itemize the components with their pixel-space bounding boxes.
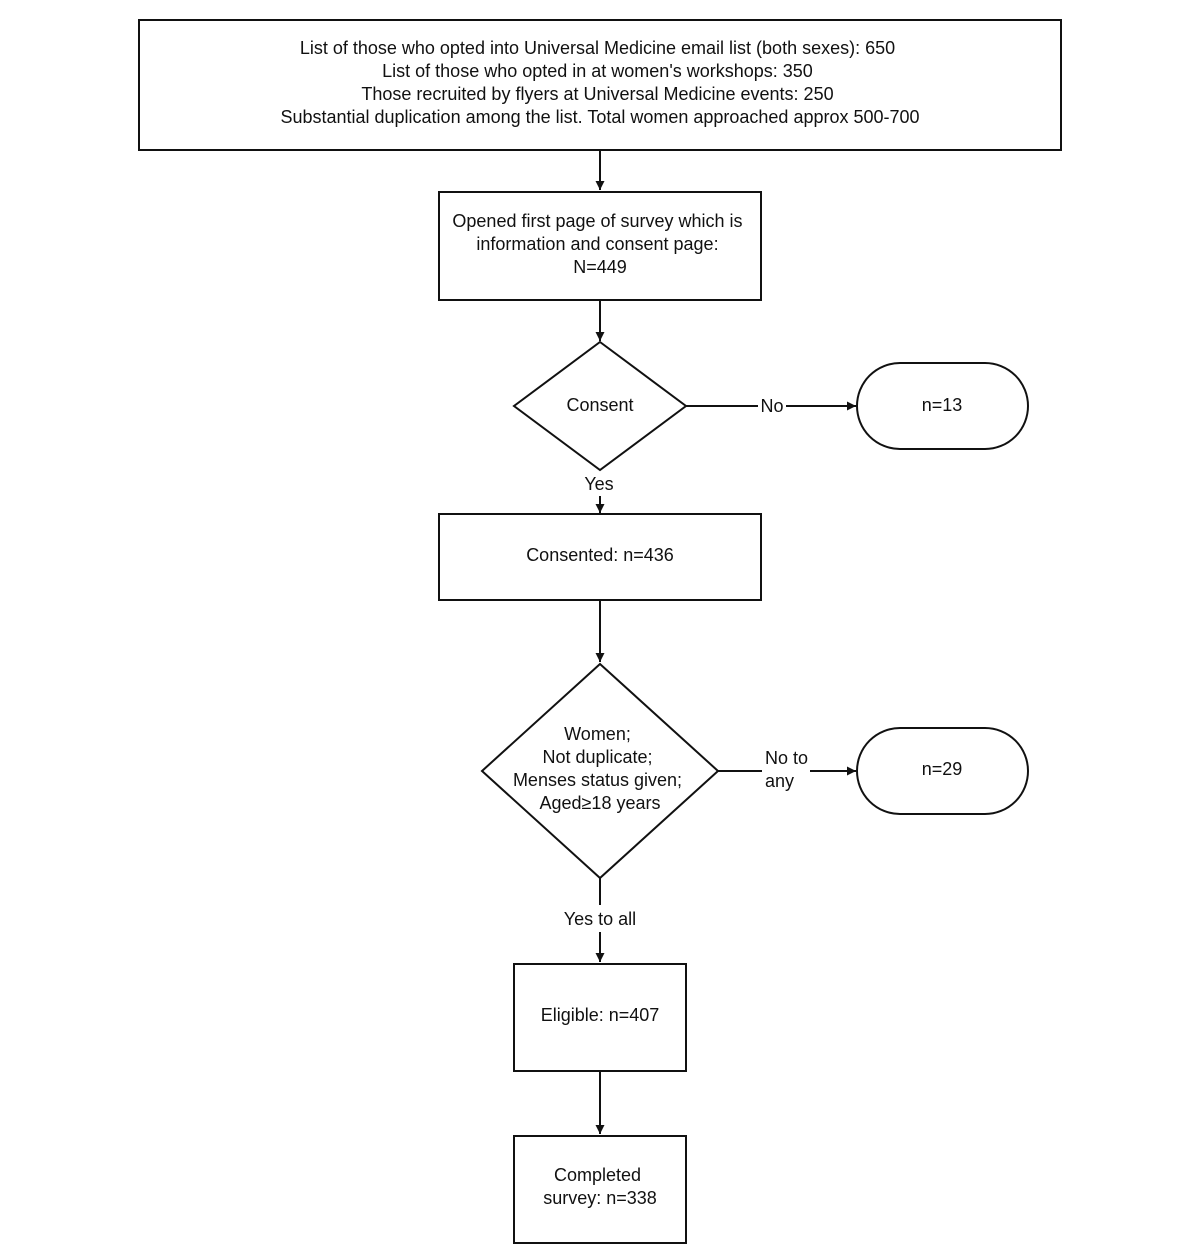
consent-no-label: No <box>760 396 783 416</box>
consented-box <box>438 513 762 601</box>
excluded-eligibility-label: n=29 <box>922 759 963 779</box>
opened-line-2: information and consent page: <box>476 234 718 254</box>
opened-text: Opened first page of survey which is inf… <box>452 211 747 277</box>
completed-line-2: survey: n=338 <box>543 1188 657 1208</box>
consent-decision-label: Consent <box>566 395 633 415</box>
completed-box <box>513 1135 687 1244</box>
excluded-consent-label: n=13 <box>922 395 963 415</box>
opened-line-1: Opened first page of survey which is <box>452 211 742 231</box>
eligibility-yes-label: Yes to all <box>564 909 636 929</box>
sources-line-1: List of those who opted into Universal M… <box>300 38 895 58</box>
eligibility-no-line-1: No to <box>765 748 808 768</box>
eligibility-line-2: Not duplicate; <box>542 747 652 767</box>
excluded-consent-terminal <box>856 362 1029 450</box>
opened-line-3: N=449 <box>573 257 627 277</box>
sources-line-2: List of those who opted in at women's wo… <box>382 61 813 81</box>
eligibility-decision-diamond <box>480 662 720 880</box>
eligible-box <box>513 963 687 1072</box>
eligibility-line-1: Women; <box>564 724 631 744</box>
sources-box <box>138 19 1062 151</box>
consented-label: Consented: n=436 <box>526 545 674 565</box>
sources-line-3: Those recruited by flyers at Universal M… <box>361 84 833 104</box>
eligibility-line-4: Aged≥18 years <box>540 793 661 813</box>
eligibility-decision-text: Women; Not duplicate; Menses status give… <box>513 724 687 813</box>
excluded-eligibility-terminal <box>856 727 1029 815</box>
consent-decision-diamond <box>512 340 688 472</box>
sources-line-4: Substantial duplication among the list. … <box>280 107 919 127</box>
eligibility-line-3: Menses status given; <box>513 770 682 790</box>
opened-box <box>438 191 762 301</box>
completed-line-1: Completed <box>554 1165 641 1185</box>
eligible-label: Eligible: n=407 <box>541 1005 660 1025</box>
eligibility-no-label: No to any <box>765 748 813 791</box>
consent-yes-label: Yes <box>584 474 613 494</box>
eligibility-no-line-2: any <box>765 771 794 791</box>
sources-text: List of those who opted into Universal M… <box>280 38 919 127</box>
completed-text: Completed survey: n=338 <box>543 1165 657 1208</box>
